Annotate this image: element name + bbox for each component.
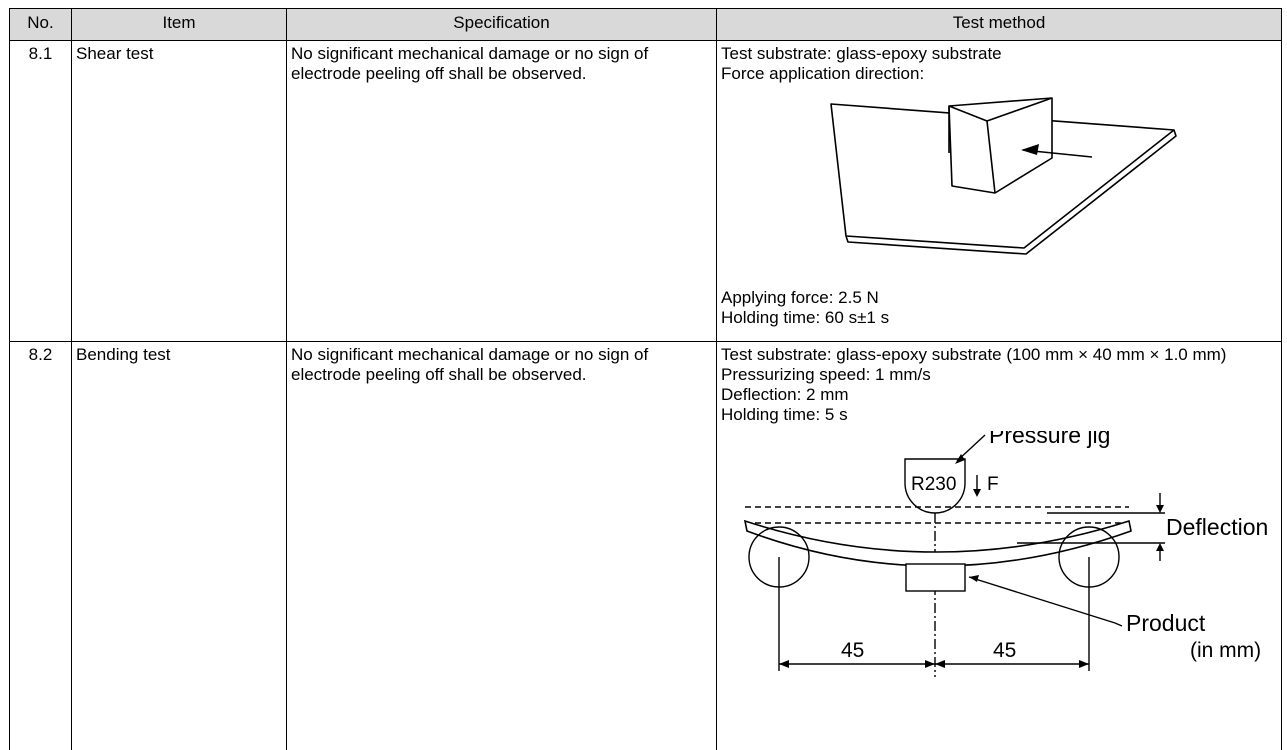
bent-substrate	[743, 519, 1132, 567]
arrow-head-icon	[1021, 144, 1039, 155]
method-line: Holding time: 60 s±1 s	[721, 308, 890, 327]
method-line: Force application direction:	[721, 64, 925, 83]
method-line: Applying force: 2.5 N	[721, 288, 879, 307]
header-specification: Specification	[286, 8, 717, 41]
table-row: 8.1 Shear test No significant mechanical…	[9, 40, 1282, 342]
jig-leader-arrow-icon	[955, 454, 965, 464]
pressure-jig-label: Pressure jig	[989, 431, 1110, 448]
product-block	[905, 563, 966, 592]
radius-label: R230	[911, 474, 956, 495]
span-right-label: 45	[993, 639, 1016, 662]
row-item: Bending test	[71, 341, 287, 750]
row-number: 8.2	[9, 341, 72, 750]
table-row: 8.2 Bending test No significant mechanic…	[9, 341, 1282, 750]
specification-table: No. Item Specification Test method 8.1 S…	[9, 8, 1282, 750]
shear-test-diagram	[830, 97, 1177, 255]
substrate-edge	[845, 129, 1177, 255]
pressure-jig	[904, 458, 966, 514]
row-test-method: Test substrate: glass-epoxy substrate (1…	[716, 341, 1282, 750]
deflection-label: Deflection	[1166, 514, 1268, 540]
method-line: Test substrate: glass-epoxy substrate (1…	[721, 345, 1227, 364]
row-item: Shear test	[71, 40, 287, 342]
header-test-method: Test method	[716, 8, 1282, 41]
method-line: Deflection: 2 mm	[721, 385, 849, 404]
span-left-label: 45	[841, 639, 864, 662]
method-line: Holding time: 5 s	[721, 405, 848, 424]
row-number: 8.1	[9, 40, 72, 342]
row-specification: No significant mechanical damage or no s…	[286, 341, 717, 750]
unit-label: (in mm)	[1190, 639, 1261, 662]
force-label: F	[987, 474, 999, 495]
product-label: Product	[1126, 610, 1206, 636]
method-line: Test substrate: glass-epoxy substrate	[721, 44, 1002, 63]
header-row: No. Item Specification Test method	[9, 8, 1282, 41]
component-box	[948, 97, 1053, 194]
row-test-method: Test substrate: glass-epoxy substrate Fo…	[716, 40, 1282, 342]
method-line: Pressurizing speed: 1 mm/s	[721, 365, 931, 384]
header-item: Item	[71, 8, 287, 41]
bending-test-diagram: Pressure jig R230 F Deflection Product (…	[743, 431, 1268, 677]
header-no: No.	[9, 8, 72, 41]
row-specification: No significant mechanical damage or no s…	[286, 40, 717, 342]
